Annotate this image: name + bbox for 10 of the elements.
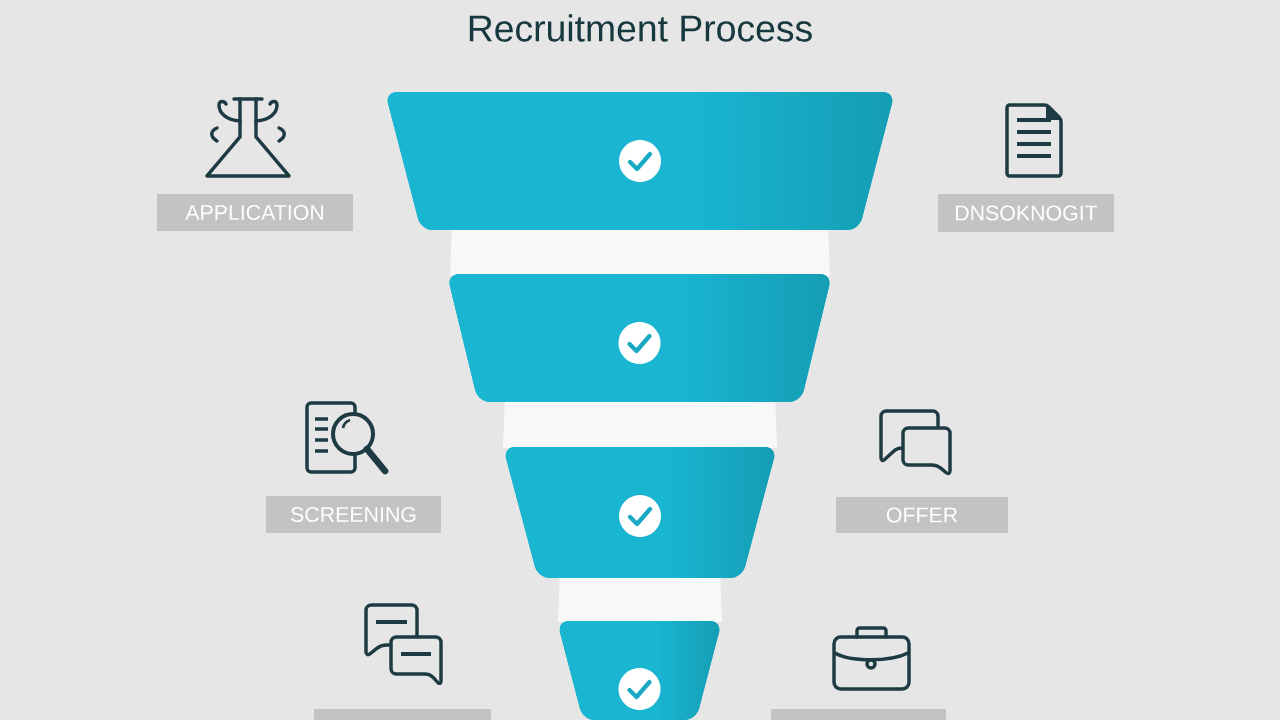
step-label: SCREENING — [266, 496, 441, 533]
funnel-band — [387, 92, 893, 276]
step-label: APPLICATION — [157, 194, 353, 231]
funnel-band — [449, 274, 830, 448]
title: Recruitment Process — [469, 14, 812, 42]
step-label: DNSOKNOGIT — [938, 194, 1114, 232]
step-label: OFFER — [836, 497, 1008, 533]
funnel-band — [505, 447, 775, 622]
label-plate — [771, 709, 946, 720]
label-plate — [314, 709, 491, 720]
